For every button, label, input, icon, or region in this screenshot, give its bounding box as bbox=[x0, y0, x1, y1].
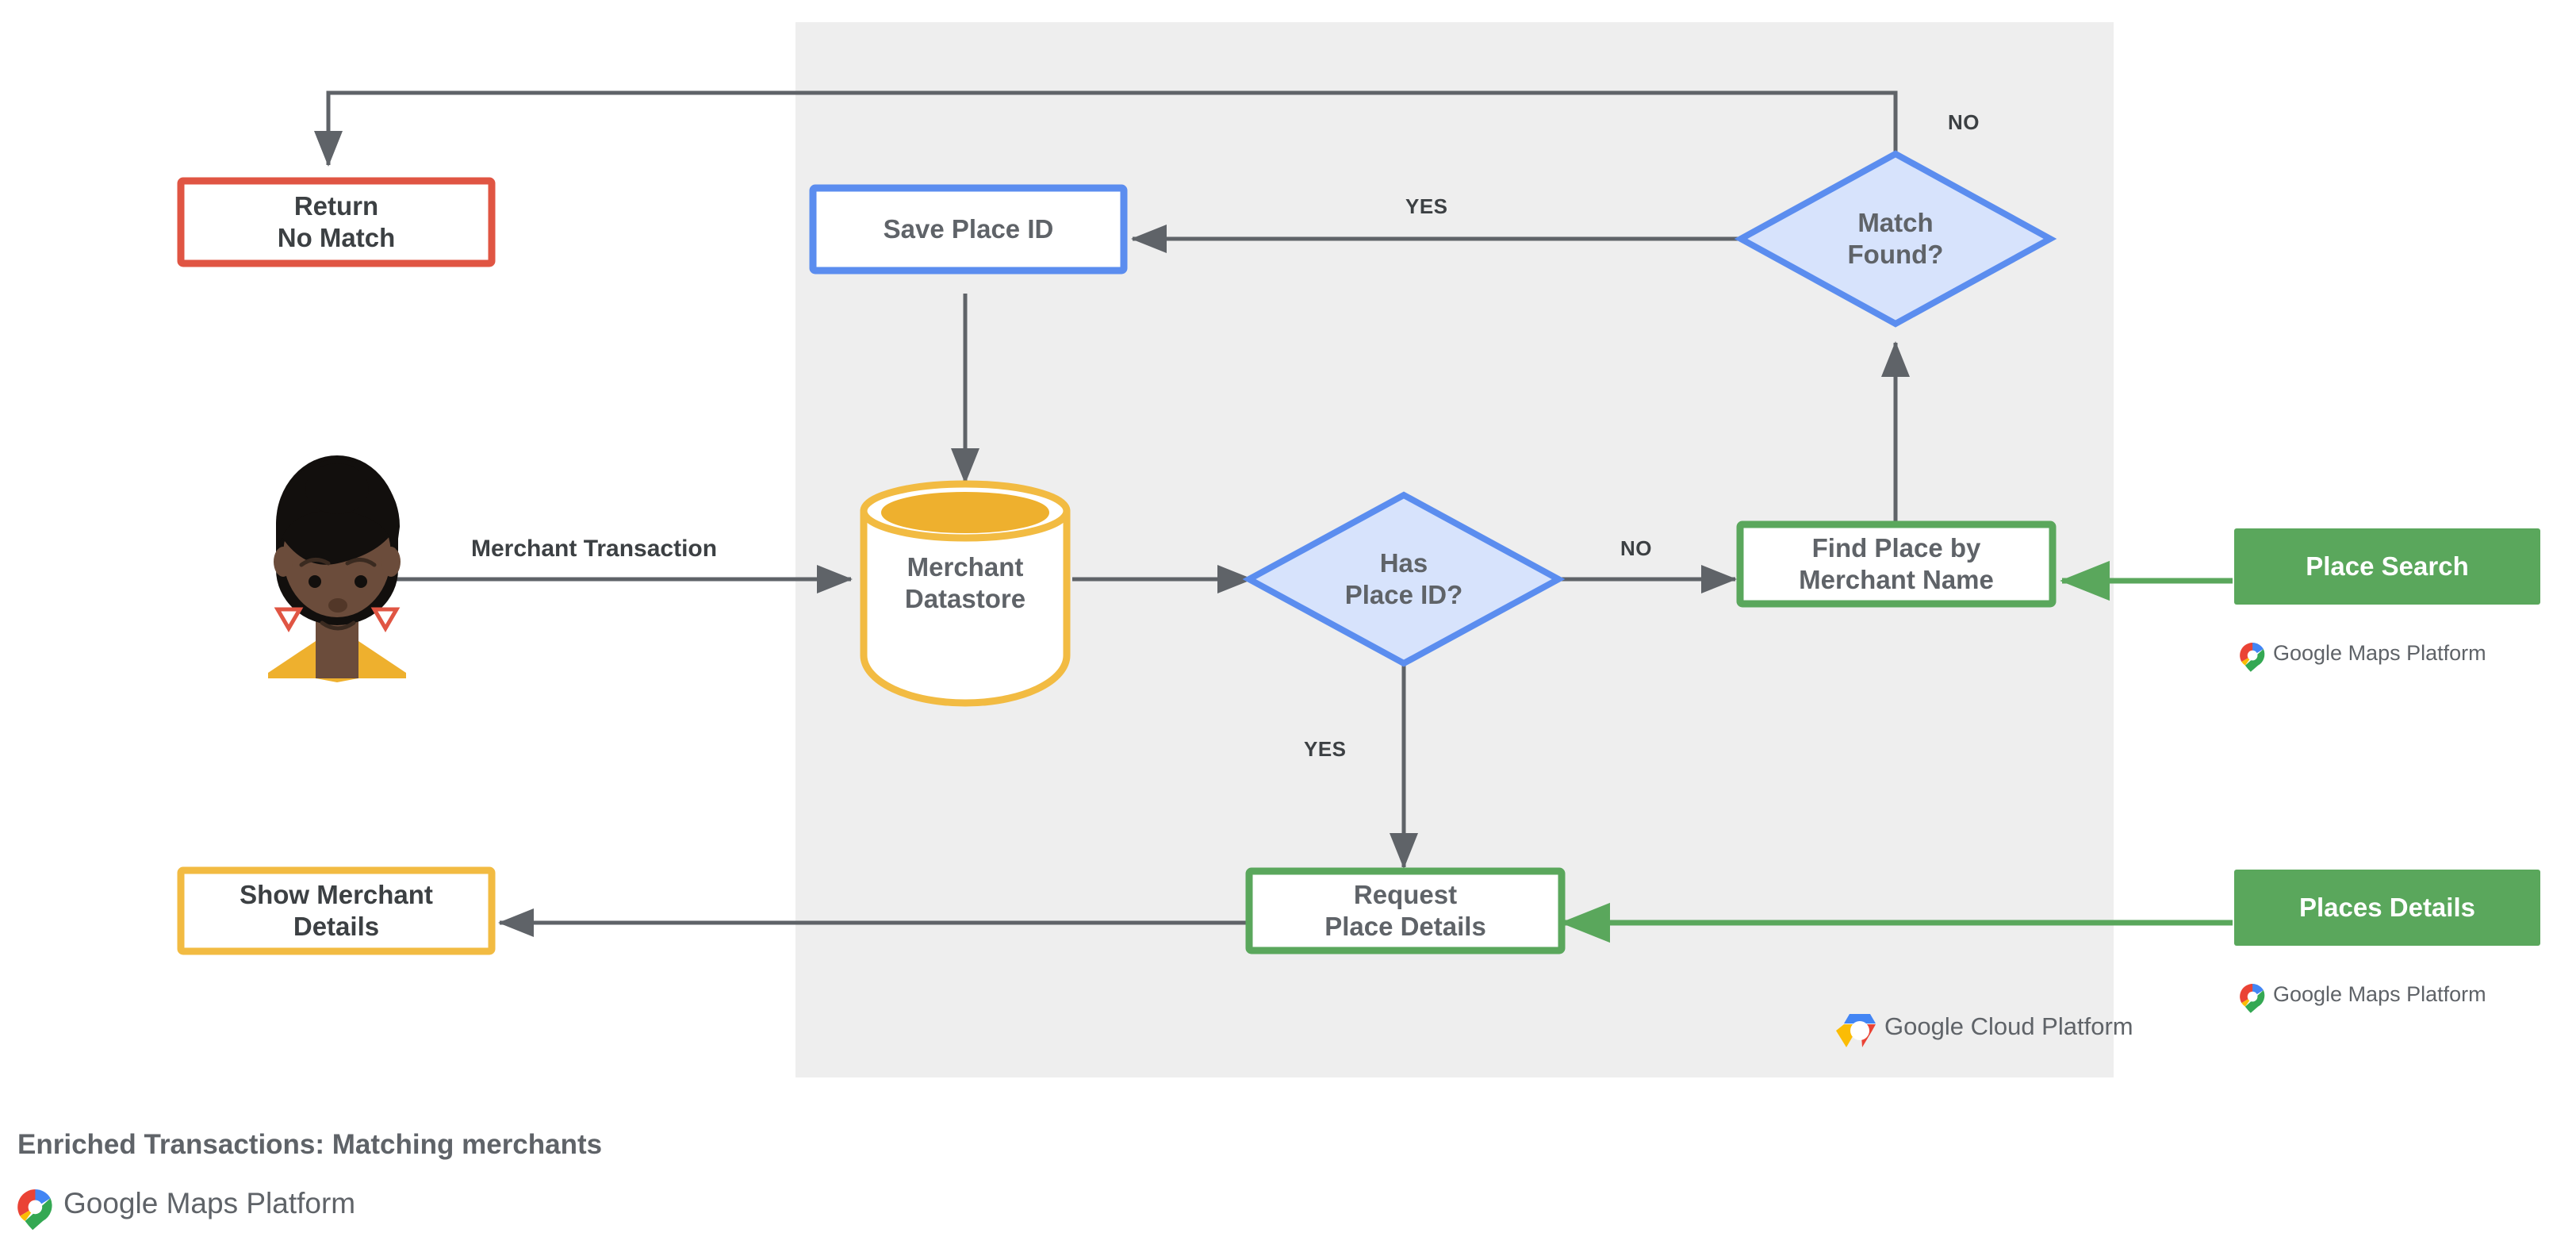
node-show-merchant-details[interactable] bbox=[177, 866, 496, 955]
node-places-details[interactable] bbox=[2234, 870, 2540, 946]
brand-text-maps-platform-1: Google Maps Platform bbox=[2273, 641, 2486, 665]
node-save-place-id[interactable] bbox=[809, 184, 1128, 275]
edge-match-found-no bbox=[314, 90, 1898, 167]
edge-label-has-place-id-yes: YES bbox=[1304, 737, 1347, 761]
google-maps-platform-pin-icon-places-details bbox=[2240, 984, 2265, 1013]
edge-label-match-found-yes: YES bbox=[1405, 194, 1448, 218]
edge-label-match-found-no: NO bbox=[1948, 110, 1980, 134]
brand-text-cloud-platform: Google Cloud Platform bbox=[1884, 1012, 2133, 1040]
google-cloud-platform-logo-icon bbox=[1836, 1014, 1876, 1047]
node-request-place-details[interactable] bbox=[1245, 867, 1566, 954]
node-return-no-match[interactable] bbox=[177, 177, 496, 267]
brand-google-maps-platform-place-search: Google Maps Platform bbox=[2240, 641, 2486, 666]
edge-label-has-place-id-no: NO bbox=[1620, 536, 1652, 560]
node-merchant-datastore[interactable] bbox=[860, 480, 1071, 707]
brand-text-maps-platform-footer: Google Maps Platform bbox=[63, 1187, 356, 1219]
node-match-found[interactable] bbox=[1734, 150, 2057, 328]
brand-google-maps-platform-footer: Google Maps Platform bbox=[17, 1187, 355, 1220]
diagram-caption: Enriched Transactions: Matching merchant… bbox=[17, 1129, 603, 1160]
brand-text-maps-platform-2: Google Maps Platform bbox=[2273, 982, 2486, 1006]
google-maps-platform-pin-icon-footer bbox=[17, 1189, 52, 1231]
brand-google-cloud-platform: Google Cloud Platform bbox=[1832, 1012, 2133, 1041]
brand-google-maps-platform-places-details: Google Maps Platform bbox=[2240, 982, 2486, 1007]
node-find-place[interactable] bbox=[1736, 520, 2057, 608]
customer-avatar bbox=[268, 455, 406, 682]
node-has-place-id[interactable] bbox=[1242, 491, 1566, 667]
node-place-search[interactable] bbox=[2234, 528, 2540, 605]
flow-label-merchant-transaction: Merchant Transaction bbox=[471, 536, 718, 562]
google-maps-platform-pin-icon-place-search bbox=[2240, 643, 2265, 672]
